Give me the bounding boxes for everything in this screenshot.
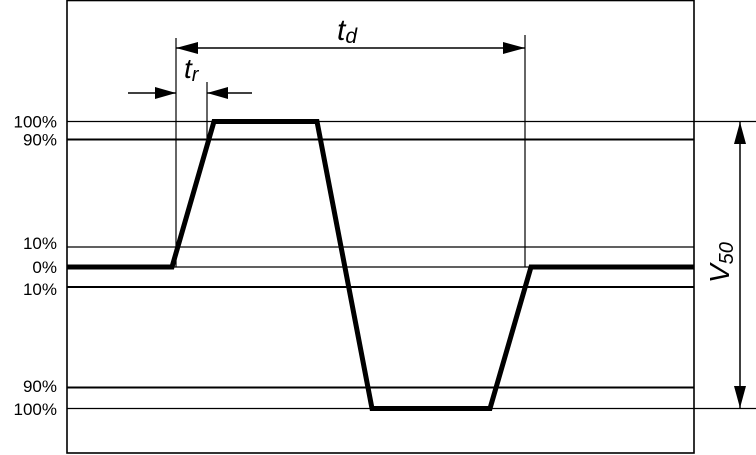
td-arrowhead-right: [503, 42, 525, 54]
pulse-waveform: [67, 119, 694, 411]
rise-time-label: tr: [184, 53, 200, 86]
label-pos-10: 10%: [23, 234, 57, 253]
delay-time-subscript: d: [345, 25, 358, 48]
label-neg-10: 10%: [23, 280, 57, 299]
delay-time-label: td: [337, 14, 358, 48]
tr-arrowhead-right: [207, 87, 228, 99]
label-neg-90: 90%: [23, 377, 57, 396]
amplitude-label: V50: [704, 242, 738, 283]
tr-dimension-arrows: [128, 87, 252, 99]
label-neg-100: 100%: [14, 400, 57, 419]
td-dimension-arrow: [176, 42, 525, 54]
amplitude-subscript: 50: [716, 242, 738, 264]
rise-time-subscript: r: [192, 64, 200, 86]
label-pos-100: 100%: [14, 113, 57, 132]
amplitude-symbol: V: [704, 262, 735, 283]
level-labels: 100% 90% 10% 0% 10% 90% 100%: [14, 113, 57, 420]
tr-arrowhead-left: [155, 87, 176, 99]
v50-dimension-arrow: [734, 121, 746, 409]
diagram-frame: [66, 0, 695, 454]
label-pos-90: 90%: [23, 131, 57, 150]
delay-time-symbol: t: [337, 14, 347, 47]
td-arrowhead-left: [176, 42, 198, 54]
label-zero: 0%: [32, 258, 57, 277]
timing-reference-lines: [175, 35, 526, 267]
rise-time-symbol: t: [184, 53, 193, 84]
v50-arrowhead-top: [734, 122, 746, 144]
v50-arrowhead-bottom: [734, 386, 746, 408]
